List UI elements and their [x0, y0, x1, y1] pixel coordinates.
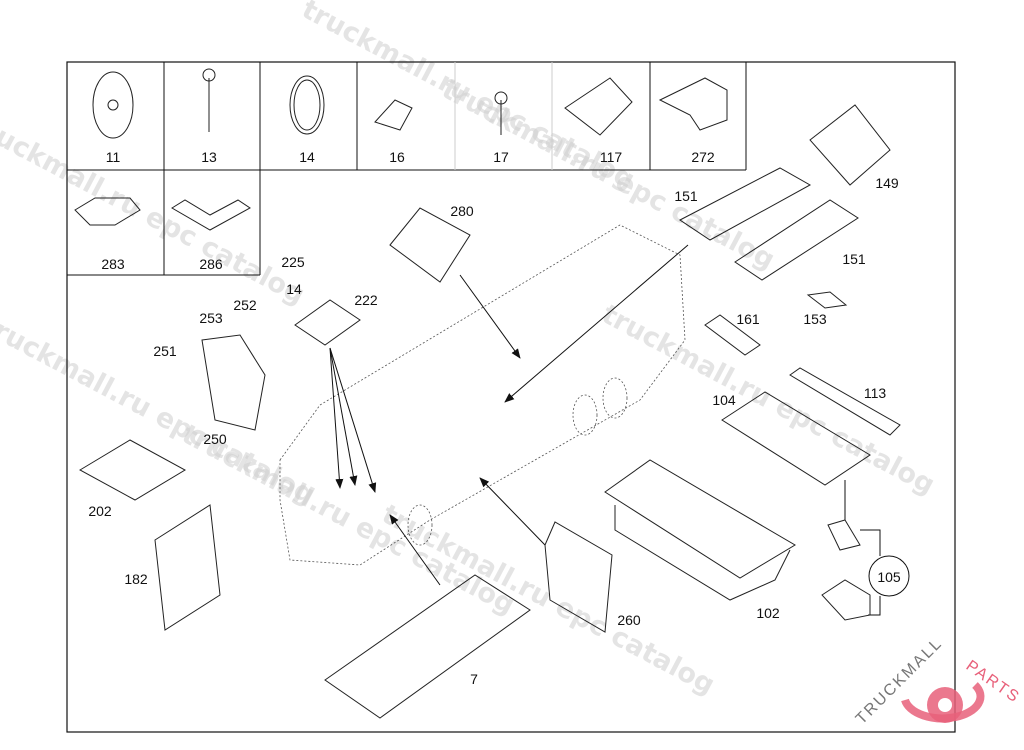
part-callout-label: 222 [354, 292, 378, 308]
part-callout-label: 225 [281, 254, 305, 270]
part-callout-label: 252 [233, 297, 257, 313]
part-callout-label: 251 [153, 343, 177, 359]
grid-part-label: 272 [691, 149, 715, 165]
watermark-text: truckmall.ru epc catalog [437, 74, 780, 276]
part-callout-label: 182 [124, 571, 148, 587]
grid-part-label: 11 [106, 149, 121, 165]
grid-part-label: 16 [389, 149, 405, 165]
part-callout-label: 253 [199, 310, 223, 326]
part-callout-label: 105 [877, 569, 901, 585]
part-callout-label: 151 [842, 251, 866, 267]
part-callout-label: 104 [712, 392, 736, 408]
grid-part-label: 13 [201, 149, 217, 165]
part-14-ring [289, 75, 325, 135]
grid-part-label: 117 [600, 149, 623, 165]
watermark-text: truckmall.ru epc catalog [0, 109, 310, 311]
part-callout-label: 153 [803, 311, 827, 327]
part-11-washer [92, 71, 134, 139]
grid-part-label: 283 [101, 256, 125, 272]
part-callout-label: 7 [470, 671, 478, 687]
diagram-frame [66, 61, 956, 733]
grid-part-label: 286 [199, 256, 223, 272]
grid-part-label: 14 [299, 149, 315, 165]
truckmall-logo: TRUCKMALL PARTS [853, 635, 1023, 728]
part-callout-label: 14 [286, 281, 302, 297]
grid-part-label: 17 [493, 149, 509, 165]
part-callout-label: 161 [736, 311, 760, 327]
part-callout-label: 149 [875, 175, 899, 191]
part-sketches [74, 68, 910, 719]
part-callout-label: 102 [756, 605, 780, 621]
part-callout-label: 113 [864, 385, 887, 401]
part-callout-label: 202 [88, 503, 112, 519]
truck-outline [279, 224, 686, 566]
leader-arrows [329, 244, 881, 616]
watermark-text: truckmall.ru epc catalog [597, 299, 940, 501]
part-callout-label: 250 [203, 431, 227, 447]
logo-text-parts: PARTS [963, 657, 1023, 706]
watermark-text: truckmall.ru epc catalog [377, 499, 720, 701]
parts-grid [67, 62, 747, 276]
part-callout-label: 151 [674, 188, 698, 204]
part-callout-label: 280 [450, 203, 474, 219]
part-callout-label: 260 [617, 612, 641, 628]
callout-circle-105 [868, 555, 910, 597]
